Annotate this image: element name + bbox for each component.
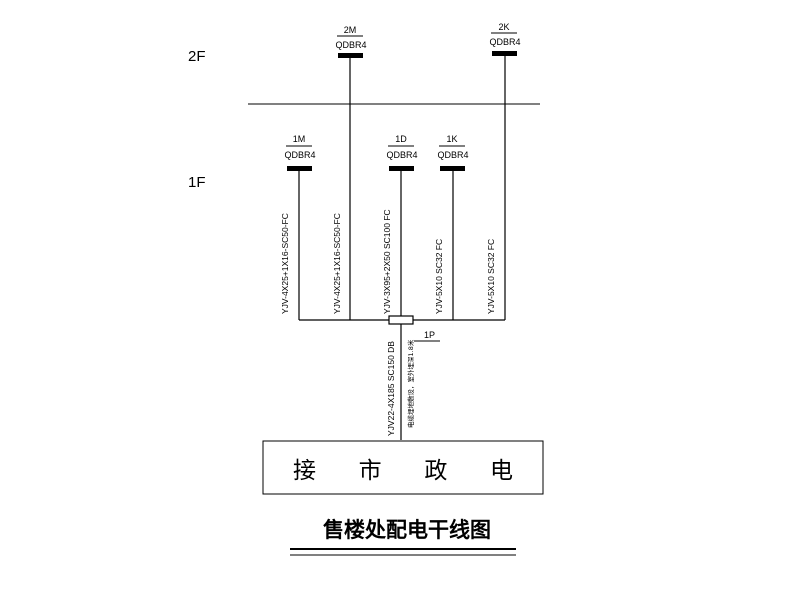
- panel-id: 1D: [395, 134, 407, 144]
- cable-label-2k: YJV-5X10 SC32 FC: [486, 239, 496, 314]
- cable-label-2m: YJV-4X25+1X16-SC50-FC: [332, 213, 342, 314]
- panel-id: 2K: [498, 22, 509, 32]
- panel-model: QDBR4: [335, 40, 366, 50]
- panel-bar: [492, 51, 517, 56]
- incoming-cable-label: YJV22-4X185 SC150 DB: [386, 341, 396, 436]
- panel-2k: 2K QDBR4: [489, 22, 521, 56]
- panel-2m: 2M QDBR4: [335, 25, 367, 58]
- panel-bar: [389, 166, 414, 171]
- panel-model: QDBR4: [386, 150, 417, 160]
- panel-model: QDBR4: [489, 37, 520, 47]
- diagram-title: 售楼处配电干线图: [323, 518, 491, 542]
- panel-bar: [440, 166, 465, 171]
- panel-model: QDBR4: [437, 150, 468, 160]
- panel-bar: [287, 166, 312, 171]
- cable-label-1k: YJV-5X10 SC32 FC: [434, 239, 444, 314]
- cable-label-1d: YJV-3X95+2X50 SC100 FC: [382, 209, 392, 314]
- floor-label-2f: 2F: [188, 48, 206, 65]
- source-box-frame: [262, 440, 544, 495]
- main-panel-1p: 1P: [388, 315, 440, 342]
- incoming-cable-note: 电缆埋地敷设，室外埋深1.8米: [406, 339, 415, 428]
- panel-bar: [338, 53, 363, 58]
- panel-model: QDBR4: [284, 150, 315, 160]
- source-box: 接 市 政 电: [262, 440, 544, 495]
- panel-id: 1K: [446, 134, 457, 144]
- cable-label-1m: YJV-4X25+1X16-SC50-FC: [280, 213, 290, 314]
- panel-id: 2M: [344, 25, 357, 35]
- panel-1m: 1M QDBR4: [284, 134, 316, 171]
- panel-1k: 1K QDBR4: [437, 134, 469, 171]
- panel-1d: 1D QDBR4: [386, 134, 418, 171]
- floor-label-1f: 1F: [188, 174, 206, 191]
- panel-id: 1M: [293, 134, 306, 144]
- main-panel-id: 1P: [424, 330, 435, 340]
- feeder-lines: [298, 56, 506, 440]
- main-panel-box: [388, 315, 414, 325]
